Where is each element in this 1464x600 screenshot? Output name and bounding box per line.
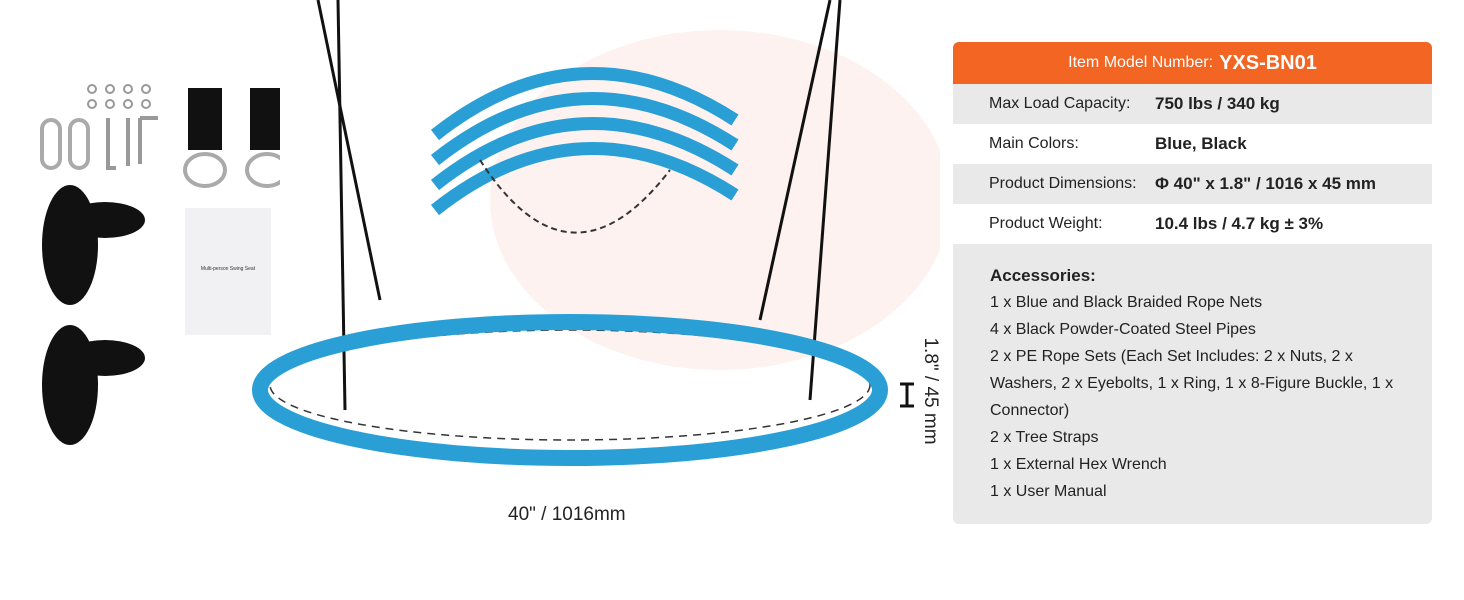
model-number-header: Item Model Number: YXS-BN01 [953, 42, 1432, 84]
accessory-item: 1 x User Manual [990, 483, 1107, 500]
spec-label: Max Load Capacity: [989, 95, 1131, 112]
manual-title: Multi-person Swing Seat [201, 266, 256, 272]
accessory-item: 2 x Tree Straps [990, 429, 1099, 446]
spec-value: 750 lbs / 340 kg [1155, 94, 1280, 113]
spec-table: Max Load Capacity: 750 lbs / 340 kg Main … [953, 84, 1432, 244]
steel-pipes-icon [430, 67, 739, 216]
spec-row: Main Colors: Blue, Black [953, 124, 1432, 164]
accessory-item: 1 x Blue and Black Braided Rope Nets [990, 294, 1263, 311]
spec-value: Φ 40" x 1.8" / 1016 x 45 mm [1155, 174, 1376, 193]
accessories-section: Accessories: 1 x Blue and Black Braided … [953, 244, 1432, 505]
accessories-illustration: Multi-person Swing Seat [40, 84, 280, 445]
nuts-washers-icon [87, 84, 151, 109]
swing-illustration [252, 0, 940, 466]
spec-label: Main Colors: [989, 135, 1079, 152]
accessories-title: Accessories: [990, 266, 1096, 285]
hex-wrench-icon [106, 116, 158, 170]
accessory-item: 1 x External Hex Wrench [990, 456, 1167, 473]
width-label: 40" / 1016mm [508, 504, 626, 525]
height-dimension-line [900, 382, 914, 408]
user-manual-icon [185, 208, 271, 335]
spec-label: Product Weight: [989, 215, 1103, 232]
height-label: 1.8" / 45 mm [920, 337, 941, 445]
spec-row: Product Dimensions: Φ 40" x 1.8" / 1016 x… [953, 164, 1432, 204]
model-value: YXS-BN01 [1219, 51, 1317, 74]
model-label: Item Model Number: [1068, 54, 1214, 71]
swing-ring [252, 314, 888, 466]
accessory-item: 2 x PE Rope Sets (Each Set Includes: 2 x… [990, 348, 1394, 419]
spec-panel: Item Model Number: YXS-BN01 Max Load Cap… [953, 42, 1432, 524]
rope-set-icon [42, 185, 145, 445]
rope-net-icon [479, 159, 671, 234]
spec-row: Max Load Capacity: 750 lbs / 340 kg [953, 84, 1432, 124]
spec-row: Product Weight: 10.4 lbs / 4.7 kg ± 3% [953, 204, 1432, 244]
tree-strap-icon [183, 88, 280, 188]
accessory-item: 4 x Black Powder-Coated Steel Pipes [990, 321, 1256, 338]
spec-value: Blue, Black [1155, 134, 1247, 153]
carabiner-icon [40, 118, 90, 170]
spec-label: Product Dimensions: [989, 175, 1137, 192]
spec-value: 10.4 lbs / 4.7 kg ± 3% [1155, 214, 1324, 233]
